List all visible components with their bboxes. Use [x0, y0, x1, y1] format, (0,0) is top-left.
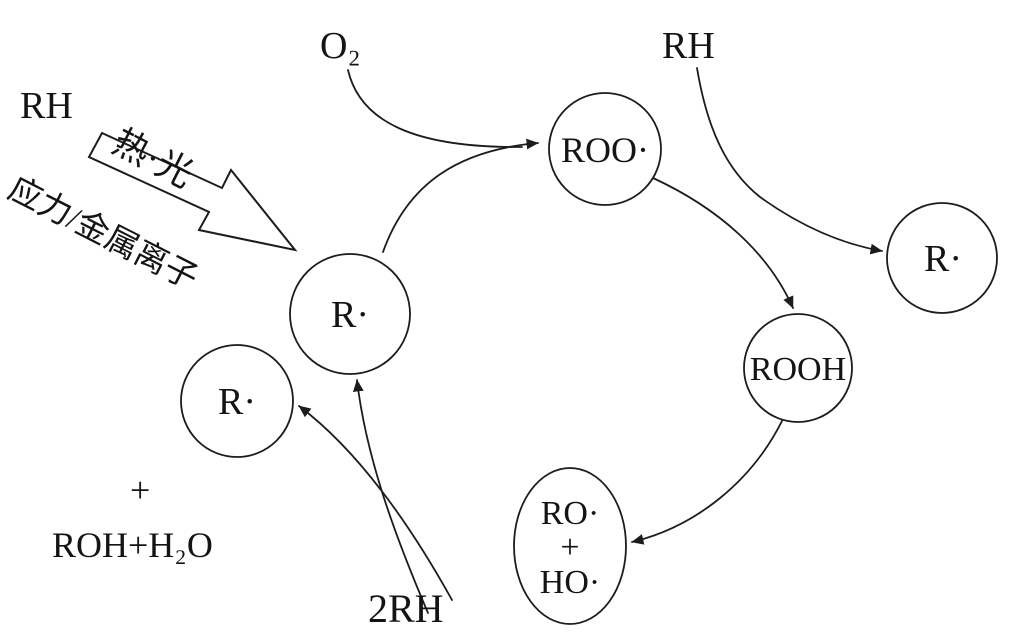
- node-rooh: [743, 313, 853, 423]
- roh-h2o-label: ROH+H₂O: [52, 525, 213, 565]
- rh-top-left-label: RH: [20, 85, 73, 127]
- node-r-left: [180, 344, 294, 458]
- node-r-center-label: R·: [331, 294, 369, 336]
- node-ro-label: RO·: [541, 495, 600, 532]
- plus-left-label: +: [130, 470, 150, 510]
- node-rooh-label: ROOH: [750, 351, 846, 388]
- node-r-left-label: R·: [218, 381, 256, 423]
- arrow-2rh-to-r-center: [352, 379, 429, 614]
- initiation-block-arrow-icon: [87, 131, 298, 252]
- node-ro-ho: [513, 467, 627, 625]
- node-r-right-label: R·: [924, 238, 962, 280]
- arrow-rooh-to-radicals: [631, 418, 784, 545]
- rh-top-right-label: RH: [662, 25, 715, 67]
- node-roo-label: ROO·: [561, 130, 649, 170]
- node-ho-label: HO·: [540, 564, 600, 601]
- arrow-r-to-roo: [382, 138, 539, 253]
- arrow-roo-to-rooh: [652, 177, 794, 309]
- node-roo: [548, 92, 662, 206]
- o2-label: O₂: [320, 25, 361, 67]
- arrow-2rh-to-r-left: [298, 405, 453, 601]
- arrow-rh-to-r-right: [696, 67, 883, 255]
- node-plus-label: +: [560, 529, 579, 566]
- o2-feed-curve: [347, 69, 523, 148]
- node-r-right: [886, 202, 998, 314]
- node-r-center: [289, 253, 411, 375]
- 2rh-label: 2RH: [368, 586, 444, 631]
